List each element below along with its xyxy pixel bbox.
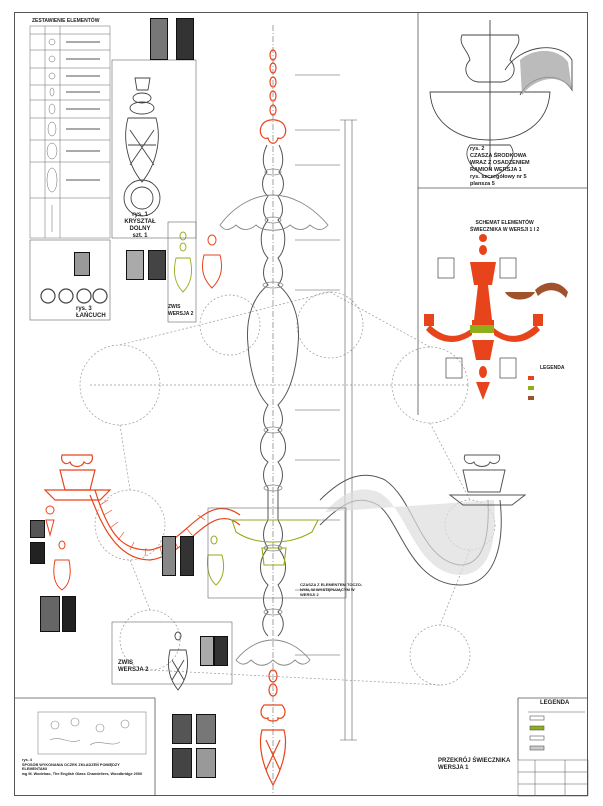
- fig4-label: rys. 4 SPOSÓB WYKONANIA OCZEK ZKŁADZEŃ P…: [22, 758, 143, 776]
- photo-bottom-2: [196, 714, 216, 744]
- czasza-note: CZASZA Z ELEMENTEM TOCZO- NYM, W WYSTĘPU…: [300, 582, 363, 597]
- photo-left-1: [30, 520, 45, 538]
- photo-left-4: [180, 536, 194, 576]
- fig2-label: rys. 2 CZASZA ŚRODKOWA WRAZ Z OSADZENIEM…: [470, 146, 530, 187]
- photo-crystal-top-2: [176, 18, 194, 60]
- schemat-title: SCHEMAT ELEMENTÓW ŚWIECZNIKA W WERSJI 1 …: [470, 220, 540, 233]
- fig3-label: rys. 3 ŁAŃCUCH: [76, 306, 106, 319]
- legend-bottom-title: LEGENDA: [540, 700, 570, 706]
- photo-crystal-mid-2: [148, 250, 166, 280]
- photo-left-6: [62, 596, 76, 632]
- photo-zwis-2: [214, 636, 228, 666]
- fig1-label: rys. 1 KRYSZTAŁ DOLNY szt. 1: [124, 212, 156, 239]
- legend-top-title: LEGENDA: [540, 365, 565, 371]
- photo-left-3: [162, 536, 176, 576]
- photo-left-5: [40, 596, 60, 632]
- photo-zwis-1: [200, 636, 214, 666]
- photo-bottom-1: [172, 714, 192, 744]
- photo-bottom-4: [196, 748, 216, 778]
- elements-table-title: ZESTAWIENIE ELEMENTÓW: [32, 18, 100, 24]
- drawing-sheet: [14, 12, 588, 796]
- photo-crystal-mid-1: [126, 250, 144, 280]
- przekroj-title: PRZEKRÓJ ŚWIECZNIKA WERSJA 1: [438, 758, 511, 771]
- photo-left-2: [30, 542, 45, 564]
- photo-bottom-3: [172, 748, 192, 778]
- zwis-v2-bottom-label: ZWIS WERSJA 2: [118, 660, 149, 673]
- photo-crystal-top-1: [150, 18, 168, 60]
- photo-chain: [74, 252, 90, 276]
- zwis-v2-top-label: ZWIS WERSJA 2: [168, 304, 194, 317]
